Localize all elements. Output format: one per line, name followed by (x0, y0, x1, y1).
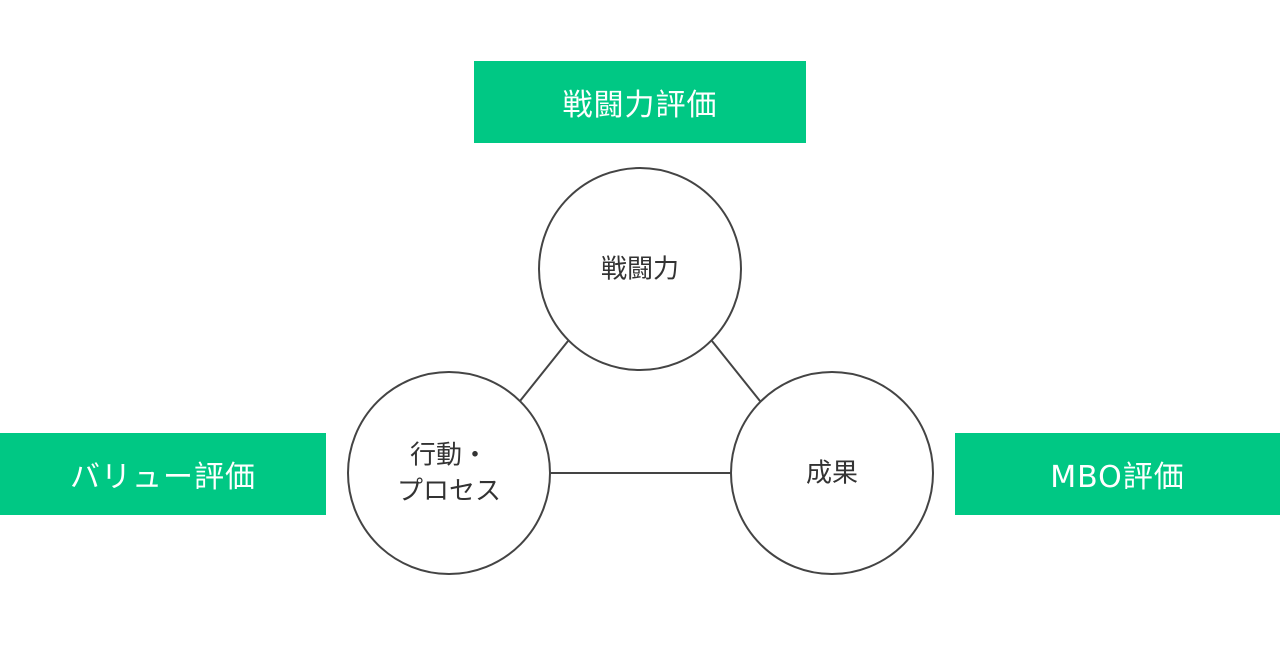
label-box-value-evaluation: バリュー評価 (0, 433, 326, 515)
circle-action-process (347, 371, 551, 575)
circle-label-combat-power: 戦闘力 (601, 255, 679, 285)
circle-combat-power (538, 167, 742, 371)
connector-top-left (519, 340, 569, 402)
circle-label-results: 成果 (806, 459, 858, 489)
label-box-mbo-evaluation: MBO評価 (955, 433, 1280, 515)
connector-top-right (711, 340, 761, 402)
label-combat-power-evaluation: 戦闘力評価 (562, 88, 718, 123)
label-box-combat-power-evaluation: 戦闘力評価 (474, 61, 806, 143)
label-value-evaluation: バリュー評価 (70, 460, 256, 495)
circle-label-action-line1: 行動・ (410, 441, 488, 471)
circle-results (730, 371, 934, 575)
circle-label-action-line2: プロセス (397, 477, 501, 507)
label-mbo-evaluation: MBO評価 (1050, 460, 1185, 495)
